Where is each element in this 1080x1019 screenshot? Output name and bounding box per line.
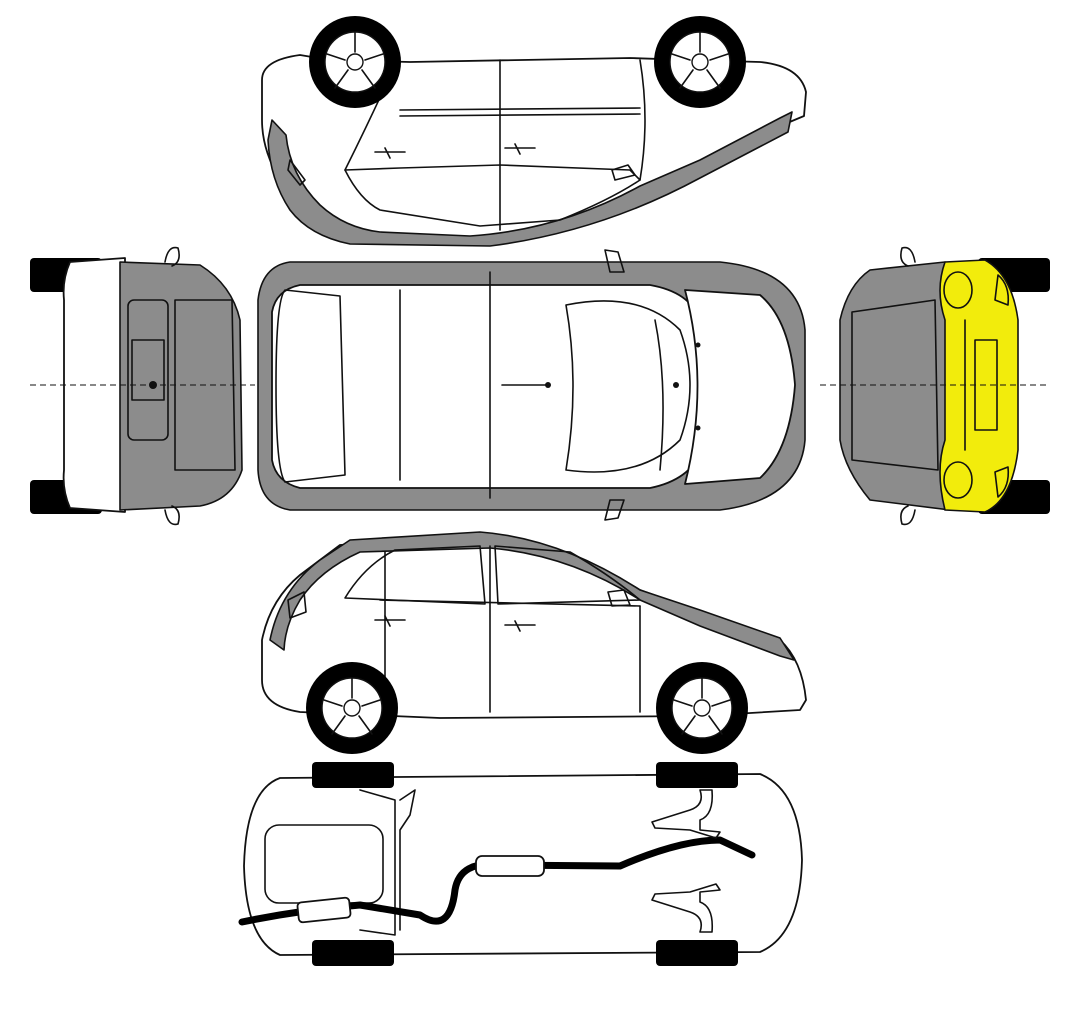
underbody-view xyxy=(238,762,803,966)
side-top-front-wheel[interactable] xyxy=(654,16,746,108)
side-view-bottom xyxy=(261,531,807,754)
rear-view xyxy=(30,246,255,526)
center-muffler[interactable] xyxy=(475,855,545,877)
top-roof[interactable] xyxy=(271,284,703,489)
front-bumper[interactable] xyxy=(939,259,1019,513)
side-bottom-rear-wheel[interactable] xyxy=(306,662,398,754)
front-hood-windscreen[interactable] xyxy=(839,261,951,511)
rear-muffler[interactable] xyxy=(296,896,352,924)
side-top-roof-panel[interactable] xyxy=(267,111,793,247)
side-bottom-front-wheel[interactable] xyxy=(656,662,748,754)
side-view-top xyxy=(261,16,807,247)
side-top-rear-wheel[interactable] xyxy=(309,16,401,108)
front-view xyxy=(820,246,1050,526)
top-view xyxy=(257,249,806,521)
